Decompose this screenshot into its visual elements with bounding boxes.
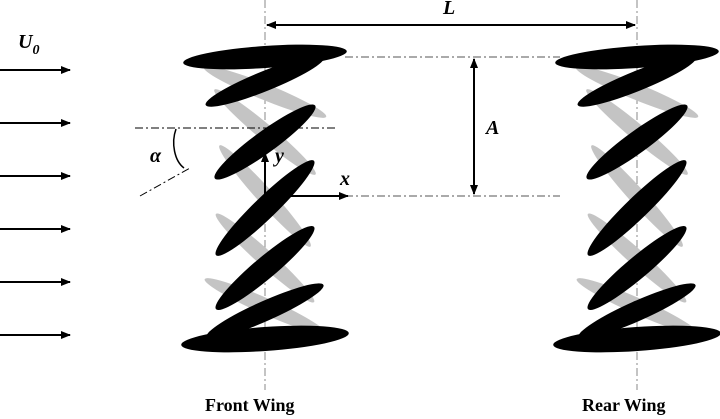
foil-position-dark [587,160,687,256]
amplitude-label: A [484,117,499,139]
spacing-label: L [442,0,455,19]
foil-position-dark [181,325,349,353]
foil-position-dark [205,55,325,107]
foil-position-dark [577,55,697,107]
foil-position-dark [215,160,315,256]
foil-position-dark [586,104,688,180]
freestream-arrows [0,66,71,339]
front-wing-caption: Front Wing [205,395,295,415]
angle-label: α [150,145,162,167]
y-axis-label: y [273,145,284,167]
foil-position-dark [206,283,324,339]
x-axis-label: x [339,168,350,190]
angle-arc [172,128,185,169]
foil-position-dark [587,226,687,310]
foil-position-dark [553,325,720,353]
foil-trace-light [575,66,699,118]
foil-position-dark [578,283,696,339]
foil-position-dark [214,104,316,180]
angle-chord-line [139,167,191,197]
foil-trace-light [203,66,327,118]
freestream-label: U0 [18,31,39,58]
front-wing-foils [181,44,349,353]
rear-wing-foils [553,44,720,353]
foil-position-dark [215,226,315,310]
rear-wing-caption: Rear Wing [582,395,666,415]
